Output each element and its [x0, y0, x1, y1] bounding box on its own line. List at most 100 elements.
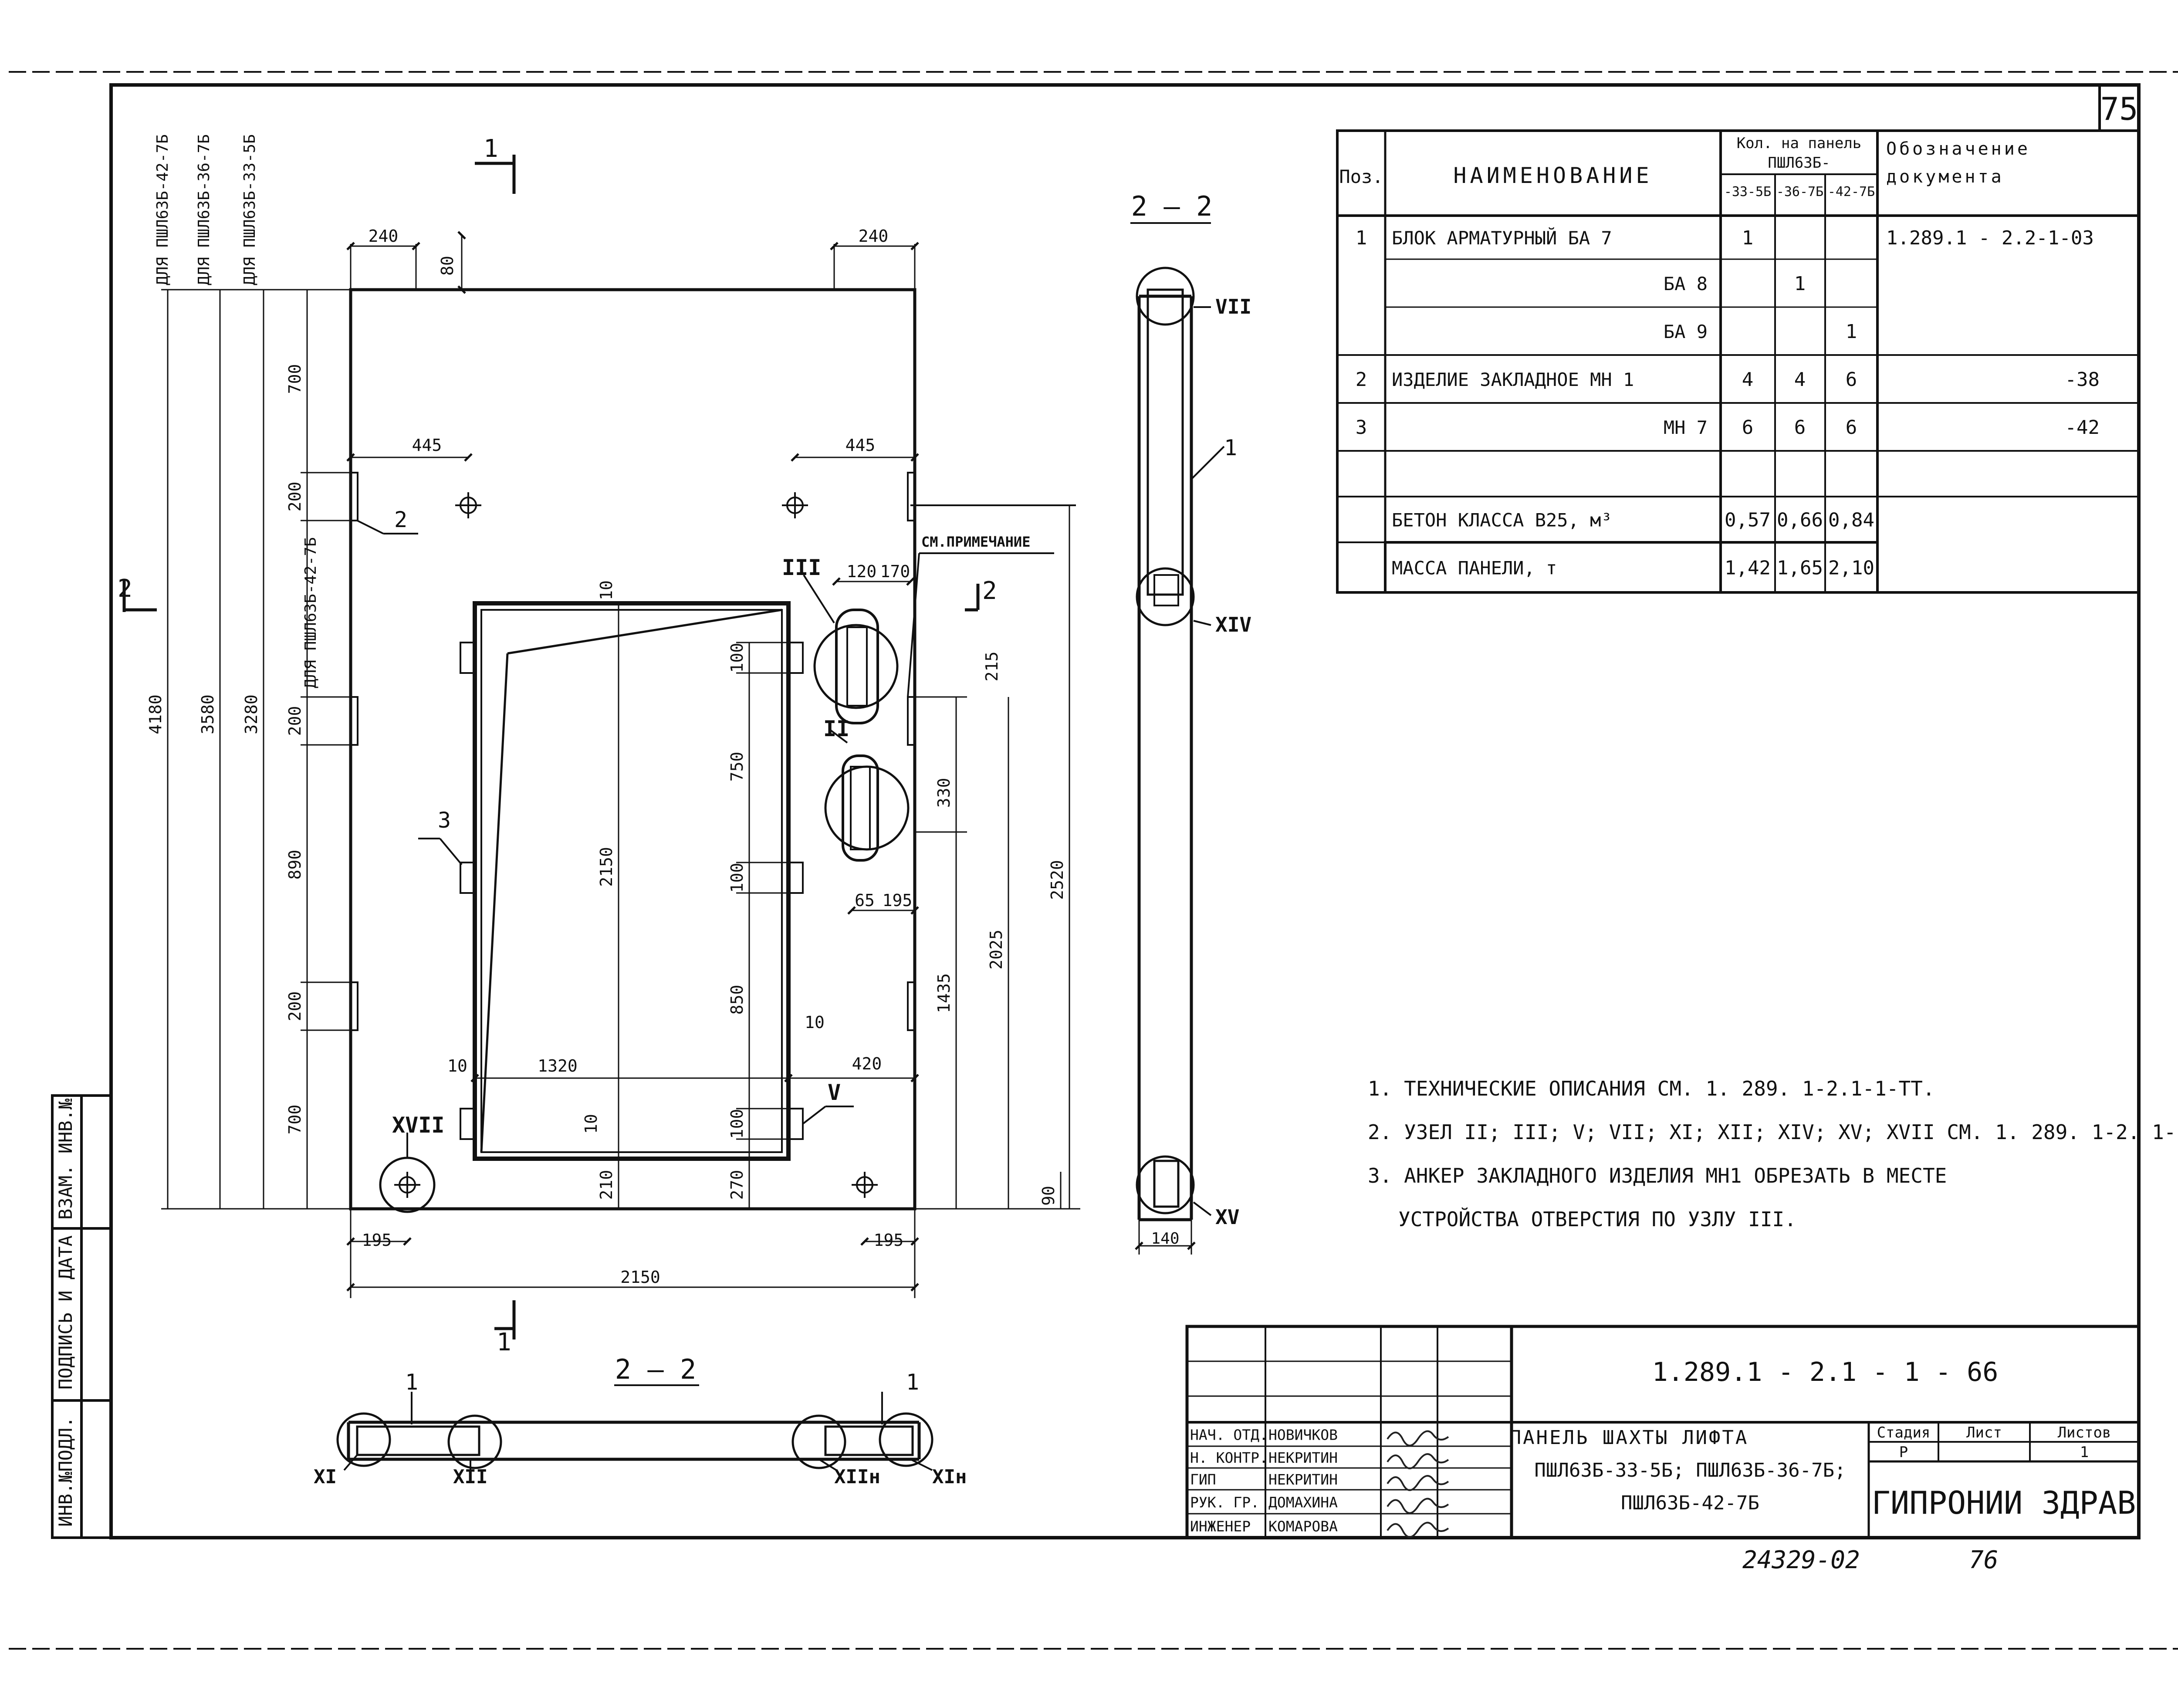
dim-10-left: 10 [447, 1056, 467, 1076]
section-title-right: 2 — 2 [1131, 190, 1213, 222]
dim-215: 215 [982, 652, 1001, 682]
dim-100-c: 100 [727, 1109, 747, 1139]
role-person: НЕКРИТИН [1268, 1471, 1338, 1488]
signature-mark [1387, 1498, 1449, 1514]
dim-10-top: 10 [597, 580, 616, 600]
role-title: РУК. ГР. [1190, 1494, 1259, 1511]
see-note-label: СМ.ПРИМЕЧАНИЕ [921, 534, 1030, 550]
spec-cell-qty-a: 1 [1742, 227, 1754, 249]
dim-1435: 1435 [934, 973, 954, 1013]
dim-1320: 1320 [538, 1056, 578, 1076]
spec-cell-qty-b: 1 [1794, 273, 1806, 295]
dim-330: 330 [934, 778, 954, 808]
title-line-2: ПШЛ63Б-33-5Б; ПШЛ63Б-36-7Б; [1534, 1459, 1846, 1481]
node-XIn: XIн [932, 1466, 967, 1488]
side-stamp-vzam: ВЗАМ. ИНВ.№ [55, 1098, 76, 1220]
spec-cell-qty-b: 6 [1794, 416, 1806, 439]
org-name: ГИПРОНИИ ЗДРАВ [1872, 1485, 2136, 1521]
node-XIV: XIV [1215, 613, 1251, 636]
node-III: III [782, 555, 821, 580]
dim-3580: 3580 [198, 694, 217, 734]
spec-cell-qty-c: 2,10 [1828, 557, 1874, 579]
cut-1-bottom: 1 [497, 1328, 511, 1356]
dim-445-right: 445 [845, 436, 876, 455]
dim-270: 270 [727, 1170, 747, 1200]
node-II: II [823, 716, 849, 741]
sheet-header: Лист [1966, 1424, 2002, 1441]
dim-90: 90 [1039, 1186, 1058, 1206]
role-person: НОВИЧКОВ [1268, 1427, 1338, 1444]
spec-cell-name: БА 9 [1664, 321, 1708, 342]
spec-table-headers: Поз. НАИМЕНОВАНИЕ Кол. на панель ПШЛ63Б-… [1339, 135, 2027, 200]
spec-header-col-c: -42-7Б [1828, 184, 1875, 200]
role-person: КОМАРОВА [1268, 1518, 1338, 1535]
dim-195-right: 195 [874, 1231, 904, 1250]
page-number: 75 [2100, 91, 2138, 127]
spec-header-name: НАИМЕНОВАНИЕ [1453, 163, 1652, 188]
spec-header-qty: Кол. на панель [1737, 135, 1862, 152]
spec-cell-doc: -38 [2065, 369, 2100, 391]
dim-100-b: 100 [727, 863, 747, 893]
cut-2-right: 2 [982, 577, 997, 605]
dim-120: 120 [847, 562, 877, 581]
signature-mark [1387, 1430, 1449, 1447]
section-title-bottom: 2 — 2 [615, 1353, 697, 1385]
notes: 1. ТЕХНИЧЕСКИЕ ОПИСАНИЯ СМ. 1. 289. 1-2.… [1368, 1077, 2178, 1231]
note-2: 2. УЗЕЛ II; III; V; VII; XI; XII; XIV; X… [1368, 1120, 2178, 1144]
sheet-frame [9, 71, 2178, 1650]
spec-cell-qty-c: 1 [1846, 321, 1857, 343]
dim-195-s: 195 [883, 891, 913, 910]
spec-cell-name: МАССА ПАНЕЛИ, т [1392, 558, 1557, 579]
dim-10-r: 10 [805, 1013, 825, 1032]
label-col-36: ДЛЯ ПШЛ63Б-36-7Б [195, 134, 213, 285]
section-horizontal-labels: 1 1 [405, 1370, 919, 1395]
spec-cell-name: БА 8 [1664, 273, 1708, 294]
dim-2520: 2520 [1048, 860, 1067, 900]
role-title: Н. КОНТР. [1190, 1449, 1268, 1466]
dim-850: 850 [727, 985, 747, 1015]
cut-1-top: 1 [484, 135, 498, 163]
section-vertical [1130, 222, 1225, 1255]
role-person: ДОМАХИНА [1268, 1494, 1338, 1511]
stamp-number: 24329-02 [1742, 1546, 1860, 1574]
spec-header-qty-sub: ПШЛ63Б- [1768, 154, 1830, 172]
role-person: НЕКРИТИН [1268, 1449, 1338, 1466]
title-block-grid [1185, 1325, 2141, 1539]
note-1: 1. ТЕХНИЧЕСКИЕ ОПИСАНИЯ СМ. 1. 289. 1-2.… [1368, 1077, 1935, 1100]
dim-200-a: 200 [285, 482, 304, 512]
panel-dim-texts: 240 80 240 445 445 700 200 200 890 200 7… [146, 227, 1067, 1287]
label-inner-42: ДЛЯ ПШЛ63Б-42-7Б [302, 537, 320, 688]
title-line-3: ПШЛ63Б-42-7Б [1621, 1492, 1759, 1514]
dim-2150-bottom: 2150 [620, 1268, 660, 1287]
dim-170: 170 [880, 562, 910, 581]
node-XI: XI [314, 1466, 337, 1488]
dim-100-a: 100 [727, 643, 747, 673]
cut-labels: 1 1 2 2 [118, 135, 997, 1356]
dim-2025: 2025 [987, 930, 1006, 970]
stage-value: Р [1899, 1444, 1908, 1461]
spec-table-grid [1336, 129, 2140, 594]
spec-header-pos: Поз. [1339, 166, 1383, 187]
label-col-42: ДЛЯ ПШЛ63Б-42-7Б [154, 134, 172, 285]
spec-cell-qty-a: 1,42 [1725, 557, 1771, 579]
role-title: ИНЖЕНЕР [1190, 1518, 1251, 1535]
leader-labels: 2 3 III II V XVII [392, 507, 849, 1138]
dim-10-mid: 10 [582, 1114, 601, 1134]
panel-elevation [349, 288, 917, 1213]
dim-200-c: 200 [285, 991, 304, 1021]
spec-cell-qty-a: 0,57 [1725, 509, 1771, 531]
dim-420: 420 [852, 1054, 882, 1073]
spec-cell-pos: 3 [1356, 416, 1367, 439]
spec-cell-name: БЕТОН КЛАССА В25, м³ [1392, 510, 1612, 531]
sec-pos-1: 1 [1224, 435, 1237, 460]
note-3: 3. АНКЕР ЗАКЛАДНОГО ИЗДЕЛИЯ МН1 ОБРЕЗАТЬ… [1368, 1164, 1947, 1187]
side-stamp-inv: ИНВ.№ПОДЛ. [55, 1417, 76, 1527]
node-XV: XV [1215, 1205, 1239, 1229]
spec-cell-doc: -42 [2065, 416, 2100, 439]
signature-mark [1387, 1522, 1449, 1538]
stamp-page: 76 [1969, 1546, 1998, 1574]
side-stamp-sign: ПОДПИСЬ И ДАТА [55, 1235, 76, 1390]
pos-2-label: 2 [394, 507, 407, 532]
